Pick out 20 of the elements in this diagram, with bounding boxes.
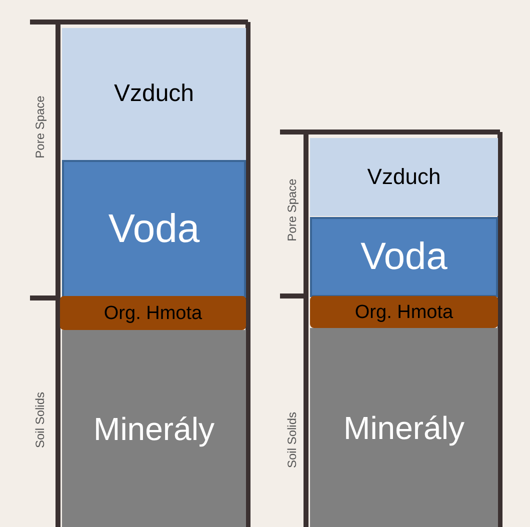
- layer-label: Minerály: [94, 412, 214, 444]
- axis-label: Pore Space: [286, 178, 298, 242]
- soil-layer: [62, 330, 246, 527]
- layer-label: Voda: [108, 209, 200, 249]
- soil-layer: [310, 138, 498, 216]
- axis-label: Soil Solids: [34, 392, 46, 448]
- layer-label: Org. Hmota: [104, 304, 202, 322]
- soil-layer: [310, 296, 498, 328]
- layer-label: Vzduch: [367, 166, 441, 188]
- layer-label: Vzduch: [114, 82, 194, 106]
- layer-label: Minerály: [344, 412, 464, 444]
- axis-label: Soil Solids: [286, 412, 298, 468]
- layer-label: Org. Hmota: [354, 302, 454, 322]
- axis-label: Pore Space: [34, 96, 46, 158]
- soil-layer: [310, 328, 498, 527]
- layer-label: Voda: [360, 238, 448, 276]
- soil-layer: [60, 296, 246, 330]
- soil-layer: [62, 160, 246, 298]
- soil-layer: [62, 28, 246, 160]
- soil-layer: [310, 217, 498, 297]
